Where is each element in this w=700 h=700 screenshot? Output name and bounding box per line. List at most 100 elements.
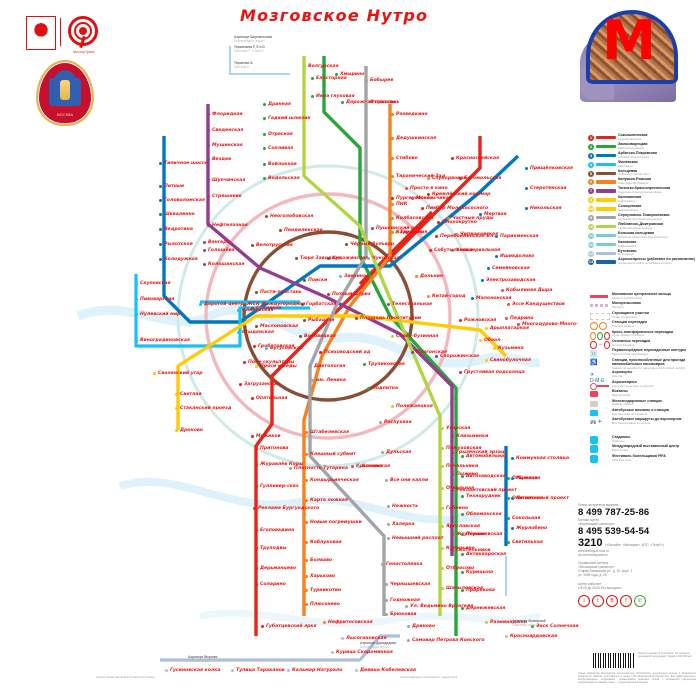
station-dot[interactable]	[429, 248, 432, 252]
station-dot[interactable]	[391, 334, 394, 338]
station-label[interactable]: Стрешнево	[212, 194, 242, 199]
station-dot[interactable]	[507, 540, 510, 544]
station-label[interactable]: Антиквароская	[466, 552, 507, 557]
station-dot[interactable]	[387, 504, 390, 508]
station-label[interactable]: Отрясная	[268, 132, 293, 137]
station-label[interactable]: Полежаецкая	[396, 404, 433, 409]
station-dot[interactable]	[207, 128, 210, 132]
hotline-number[interactable]: 8 499 787-25-86	[578, 507, 650, 518]
station-dot[interactable]	[237, 308, 240, 312]
station-dot[interactable]	[507, 516, 510, 520]
station-dot[interactable]	[427, 192, 430, 196]
station-dot[interactable]	[345, 242, 348, 246]
station-label[interactable]: Невышний расплат	[392, 536, 444, 541]
station-dot[interactable]	[381, 450, 384, 454]
station-label[interactable]: Флоридная	[212, 112, 243, 117]
station-label[interactable]: Подпитна	[372, 386, 399, 391]
station-label[interactable]: Обломанская	[466, 512, 502, 517]
station-label[interactable]: Собутыльники	[434, 248, 473, 253]
station-label[interactable]: Пивбар Молокососного	[426, 206, 489, 211]
station-dot[interactable]	[421, 206, 424, 210]
station-label[interactable]: Пушкинский рост	[376, 226, 423, 231]
station-label[interactable]: Стыдянская	[242, 330, 274, 335]
station-dot[interactable]	[237, 330, 240, 334]
station-dot[interactable]	[511, 476, 514, 480]
station-label[interactable]: Кальмар Натурало	[292, 668, 343, 673]
station-label[interactable]: Отбросная	[512, 476, 541, 481]
station-dot[interactable]	[501, 288, 504, 292]
website-link[interactable]: www.transport.mos.ru	[578, 549, 609, 553]
station-dot[interactable]	[199, 302, 202, 306]
station-dot[interactable]	[363, 362, 366, 366]
station-dot[interactable]	[159, 227, 162, 231]
station-dot[interactable]	[261, 624, 264, 628]
station-dot[interactable]	[451, 434, 454, 438]
station-dot[interactable]	[327, 256, 330, 260]
station-label[interactable]: Чернышевская	[390, 582, 431, 587]
station-label[interactable]: Ишивдолово	[500, 254, 535, 259]
contact-center-number[interactable]: 8 495 539-54-54	[578, 526, 650, 537]
station-dot[interactable]	[441, 446, 444, 450]
station-label[interactable]: Шатыловская	[446, 586, 483, 591]
station-dot[interactable]	[387, 522, 390, 526]
station-dot[interactable]	[323, 620, 326, 624]
station-dot[interactable]	[207, 223, 210, 227]
station-dot[interactable]	[441, 426, 444, 430]
station-label[interactable]: Нефритосовская	[328, 620, 373, 625]
station-dot[interactable]	[479, 212, 482, 216]
station-label[interactable]: Китай-город	[432, 294, 466, 299]
station-label[interactable]: Притонова	[260, 446, 289, 451]
station-dot[interactable]	[435, 354, 438, 358]
station-label[interactable]: Мушинская	[212, 143, 243, 148]
station-label[interactable]: Клиновская	[242, 308, 274, 313]
station-label[interactable]: Годножная	[390, 598, 420, 603]
station-dot[interactable]	[207, 112, 210, 116]
station-label[interactable]: Дорогой центр, ЖСК Междугородная	[204, 302, 306, 307]
station-label[interactable]: Дерьманцево	[260, 566, 297, 571]
station-label[interactable]: Кобылиная Дыра	[506, 288, 553, 293]
station-label[interactable]: Кавричская	[396, 230, 428, 235]
station-dot[interactable]	[525, 206, 528, 210]
station-label[interactable]: Дорожная пристань	[346, 100, 400, 105]
station-dot[interactable]	[265, 214, 268, 218]
station-label[interactable]: Отвальная	[446, 486, 475, 491]
station-dot[interactable]	[255, 462, 258, 466]
station-dot[interactable]	[231, 668, 234, 672]
station-label[interactable]: Технорудник	[466, 494, 502, 499]
station-label[interactable]: Энск Солнечная	[536, 624, 579, 629]
station-dot[interactable]	[427, 294, 430, 298]
station-label[interactable]: Питные	[164, 184, 185, 189]
station-label[interactable]: Проси и беды	[260, 364, 297, 369]
station-dot[interactable]	[385, 478, 388, 482]
station-label[interactable]: Курица Скороминная	[336, 650, 393, 655]
station-dot[interactable]	[263, 102, 266, 106]
station-label[interactable]: Тюря Заводная	[300, 256, 341, 261]
station-label[interactable]: Чёрный бульвар	[350, 242, 395, 247]
station-label[interactable]: Тиранический Зад	[396, 174, 446, 179]
station-dot[interactable]	[371, 226, 374, 230]
station-label[interactable]: Рыбацкая	[308, 318, 335, 323]
station-dot[interactable]	[391, 112, 394, 116]
station-dot[interactable]	[263, 176, 266, 180]
station-dot[interactable]	[301, 302, 304, 306]
station-dot[interactable]	[485, 358, 488, 362]
station-dot[interactable]	[367, 386, 370, 390]
station-label[interactable]: Бутусовская	[270, 346, 303, 351]
station-label[interactable]: Уксилериальная	[456, 248, 501, 253]
station-dot[interactable]	[159, 161, 162, 165]
station-dot[interactable]	[339, 274, 342, 278]
station-dot[interactable]	[459, 370, 462, 374]
station-dot[interactable]	[451, 472, 454, 476]
station-dot[interactable]	[289, 466, 292, 470]
station-label[interactable]: Рыжино	[516, 476, 538, 481]
station-dot[interactable]	[255, 290, 258, 294]
station-dot[interactable]	[287, 668, 290, 672]
station-dot[interactable]	[253, 506, 256, 510]
station-label[interactable]: Журлобино	[516, 526, 548, 531]
station-label[interactable]: Воловицкая	[304, 334, 336, 339]
